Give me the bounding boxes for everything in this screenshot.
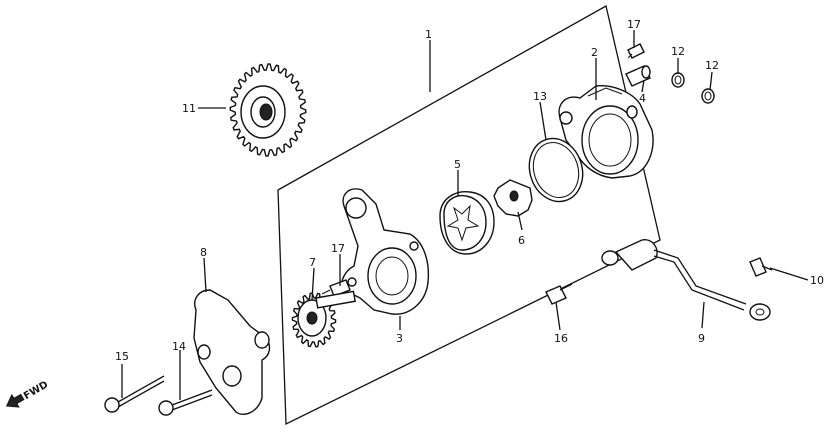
- callout-7: 7: [309, 256, 316, 269]
- callout-16: 16: [554, 332, 568, 345]
- callout-17a: 17: [627, 18, 641, 31]
- bolt-14: [158, 389, 213, 416]
- callout-12a: 12: [671, 45, 685, 58]
- callout-14: 14: [172, 340, 186, 353]
- callout-10: 10: [810, 274, 824, 287]
- oil-pipe-9: [601, 239, 771, 321]
- callout-12b: 12: [705, 59, 719, 72]
- callout-9: 9: [698, 332, 705, 345]
- small-gear-7: [291, 290, 356, 348]
- callout-1: 1: [425, 28, 432, 41]
- callout-3: 3: [396, 332, 403, 345]
- dowel-pin-4: [625, 65, 651, 87]
- washer-12b: [701, 88, 715, 104]
- callout-11: 11: [182, 102, 196, 115]
- pump-body-3: [341, 188, 430, 315]
- outer-rotor-5: [439, 191, 495, 255]
- bolt-16: [545, 283, 573, 305]
- arrow-left-icon: [5, 393, 25, 408]
- callout-labels: 1 2 3 4 5 6 7 8 9 10 11 12 12 13 14 15 1…: [115, 18, 824, 363]
- assembly-frame: [277, 5, 661, 426]
- fwd-direction-marker: FWD: [5, 379, 50, 408]
- callout-5: 5: [454, 158, 461, 171]
- bolt-15: [104, 375, 165, 413]
- gear-11: [229, 63, 307, 157]
- inner-rotor-6: [493, 179, 533, 217]
- pump-cover-2: [558, 85, 654, 179]
- callout-8: 8: [200, 246, 207, 259]
- callout-17b: 17: [331, 242, 345, 255]
- callout-15: 15: [115, 350, 129, 363]
- callout-2: 2: [591, 46, 598, 59]
- bolt-17-lower: [321, 279, 351, 297]
- callout-6: 6: [518, 234, 525, 247]
- fwd-label: FWD: [22, 379, 50, 402]
- bolt-17-top: [627, 43, 645, 59]
- washer-12a: [671, 72, 685, 88]
- callout-13: 13: [533, 90, 547, 103]
- leader-lines: [121, 30, 809, 400]
- guide-plate-8: [193, 289, 271, 416]
- callout-4: 4: [639, 92, 646, 105]
- bolt-10: [749, 257, 773, 277]
